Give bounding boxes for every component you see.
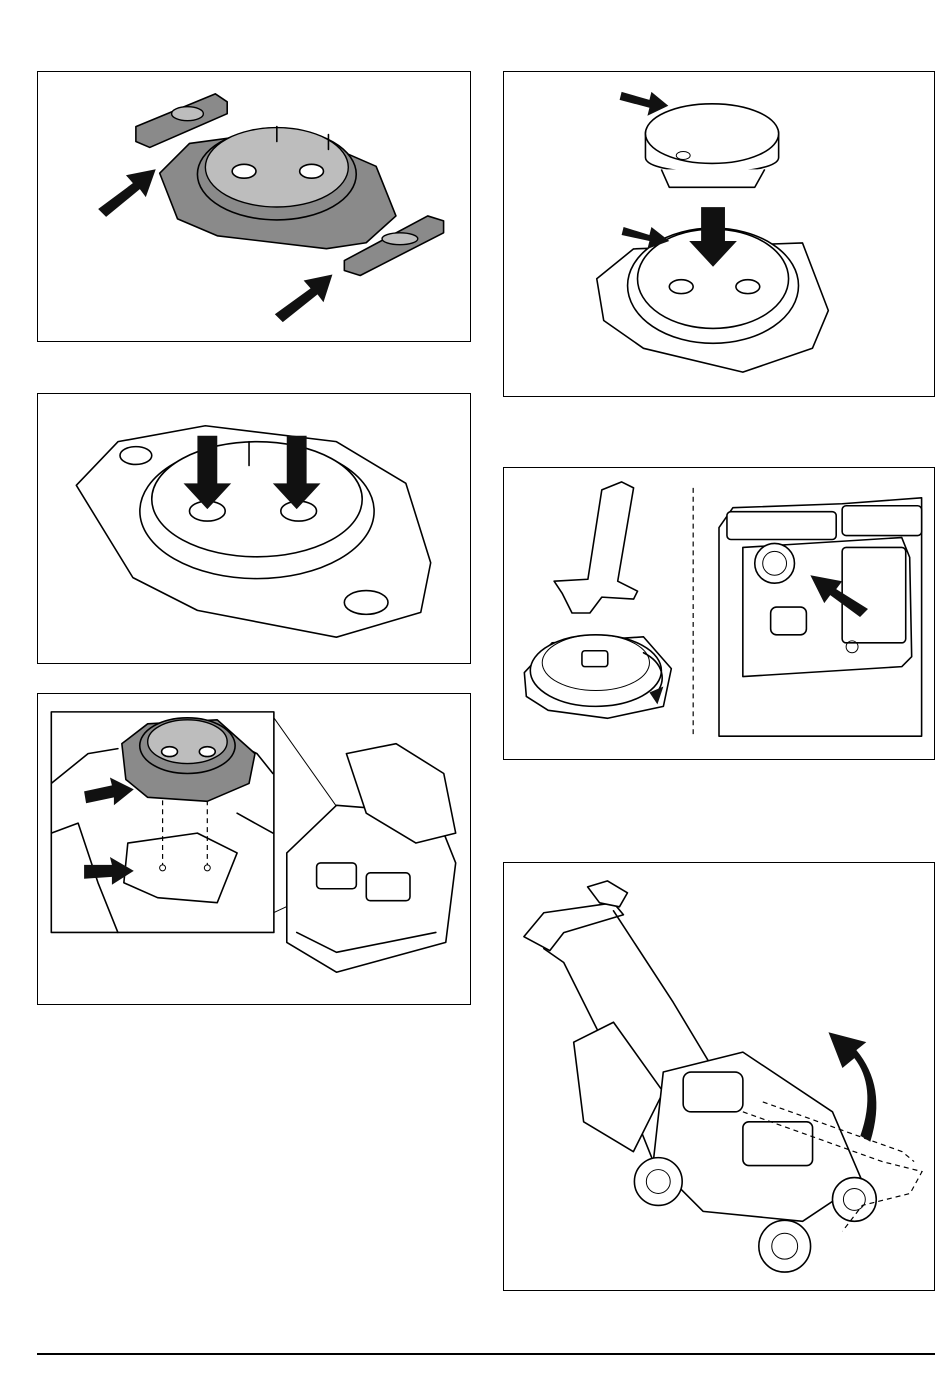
figure-2-screw-points — [37, 393, 471, 664]
figure-4-cap-placement — [503, 71, 935, 397]
key-icon — [554, 482, 637, 613]
cap-on-plate-illustration — [504, 72, 934, 396]
mower-handle-fold-illustration — [504, 863, 934, 1290]
figure-3-mower-mounting — [37, 693, 471, 1005]
figure-6-mower-handle-fold — [503, 862, 935, 1291]
figure-5-key-turning — [503, 467, 935, 760]
arrow-icon — [620, 92, 669, 116]
key-cap-compartment-illustration — [504, 468, 934, 759]
figure-1-plate-assembly — [37, 71, 471, 342]
plate-screw-points-illustration — [38, 394, 470, 663]
footer-rule — [37, 1353, 935, 1355]
plate-side-pieces-illustration — [38, 72, 470, 341]
arrow-icon — [98, 169, 156, 217]
arrow-icon — [275, 274, 333, 322]
plate-mounting-illustration — [38, 694, 470, 1004]
